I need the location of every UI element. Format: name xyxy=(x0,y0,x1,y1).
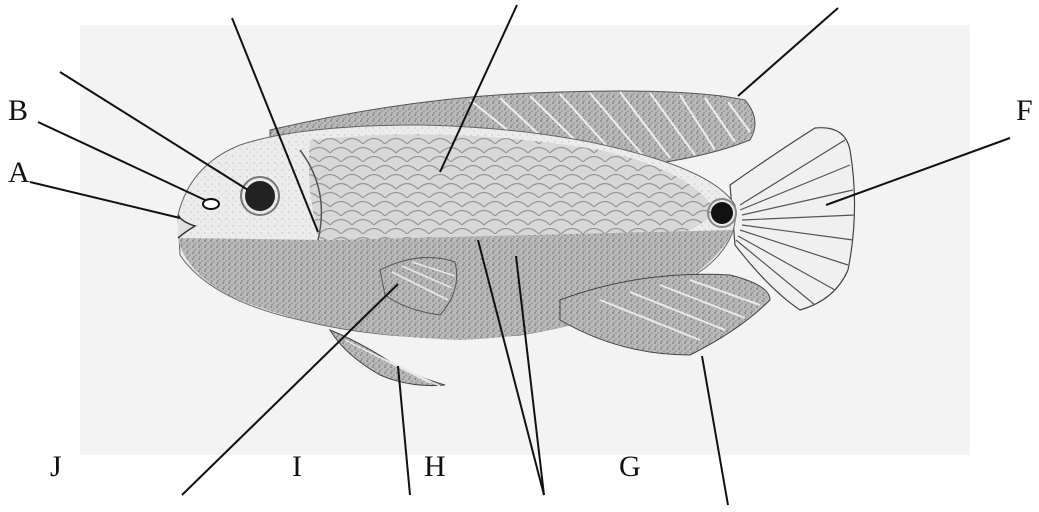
label-j: J xyxy=(50,452,62,482)
label-f: F xyxy=(1016,96,1033,126)
caudal-eyespot xyxy=(711,202,733,224)
label-a: A xyxy=(8,158,30,188)
label-b: B xyxy=(8,96,28,126)
nostril xyxy=(203,199,219,209)
label-i: I xyxy=(292,452,302,482)
label-g: G xyxy=(619,452,641,482)
eye xyxy=(245,181,275,211)
label-h: H xyxy=(424,452,446,482)
